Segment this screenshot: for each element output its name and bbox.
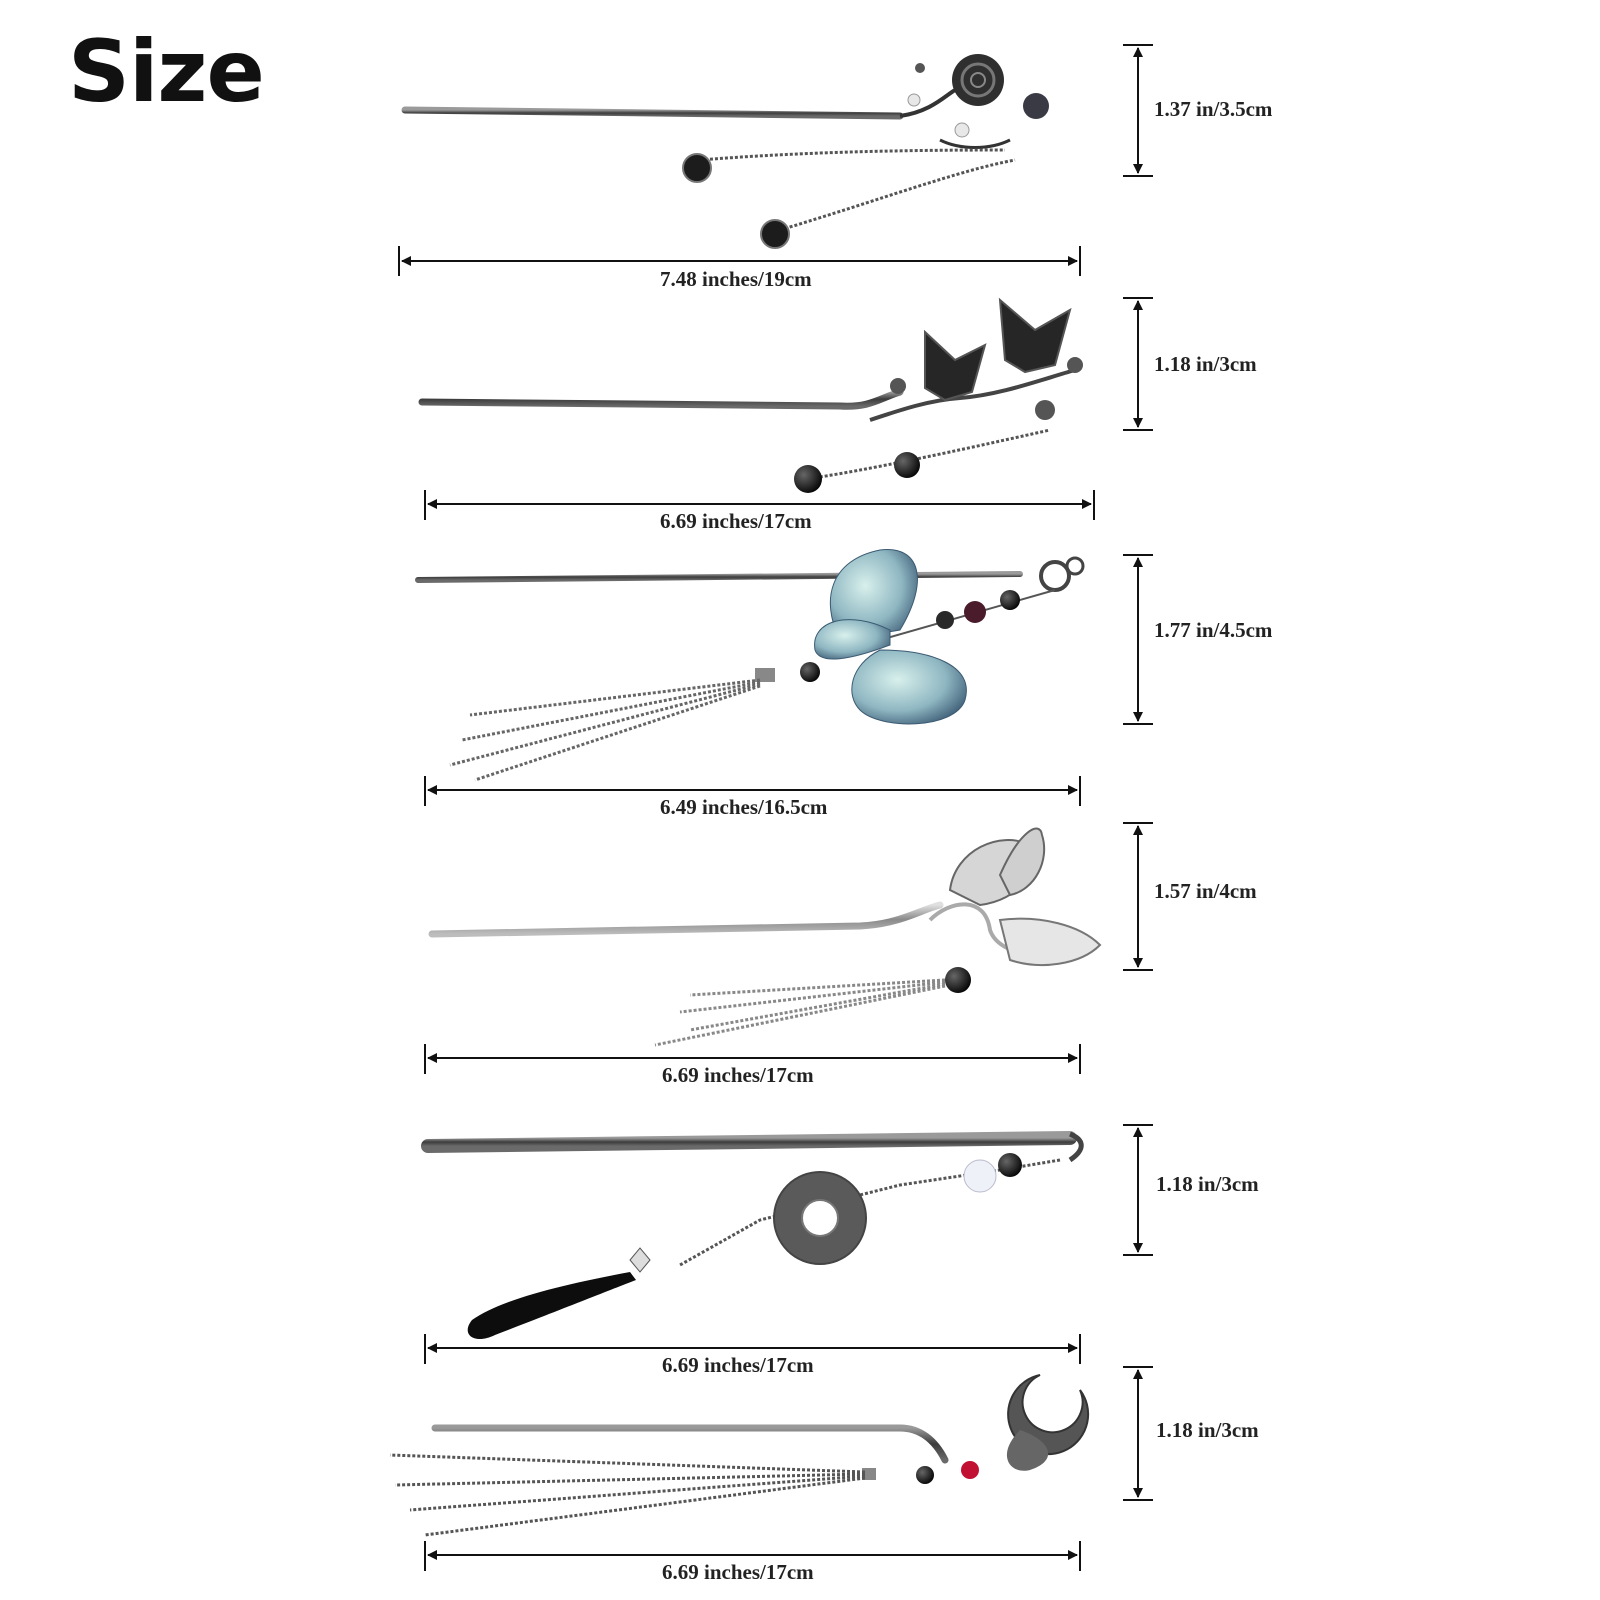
length-label-3: 6.49 inches/16.5cm — [660, 795, 828, 819]
length-label-5: 6.69 inches/17cm — [662, 1353, 814, 1377]
length-label-2: 6.69 inches/17cm — [660, 509, 812, 533]
height-label-4: 1.57 in/4cm — [1154, 879, 1257, 903]
height-label-3: 1.77 in/4.5cm — [1154, 618, 1273, 642]
length-label-4: 6.69 inches/17cm — [662, 1063, 814, 1087]
length-label-1: 7.48 inches/19cm — [660, 267, 812, 291]
hairpin-6 — [389, 1374, 1090, 1537]
height-label-2: 1.18 in/3cm — [1154, 352, 1257, 376]
height-label-6: 1.18 in/3cm — [1156, 1418, 1259, 1442]
hairpin-2 — [418, 297, 1083, 493]
height-label-5: 1.18 in/3cm — [1156, 1172, 1259, 1196]
length-dimension-lines — [398, 246, 1095, 1571]
hairpin-4 — [428, 827, 1102, 1047]
hairpin-1 — [401, 54, 1049, 249]
length-label-6: 6.69 inches/17cm — [662, 1560, 814, 1584]
height-dimension-lines — [1123, 44, 1153, 1501]
hairpin-3 — [415, 549, 1085, 782]
page-title: Size — [68, 22, 265, 122]
height-label-1: 1.37 in/3.5cm — [1154, 97, 1273, 121]
hairpin-5 — [421, 1131, 1084, 1340]
